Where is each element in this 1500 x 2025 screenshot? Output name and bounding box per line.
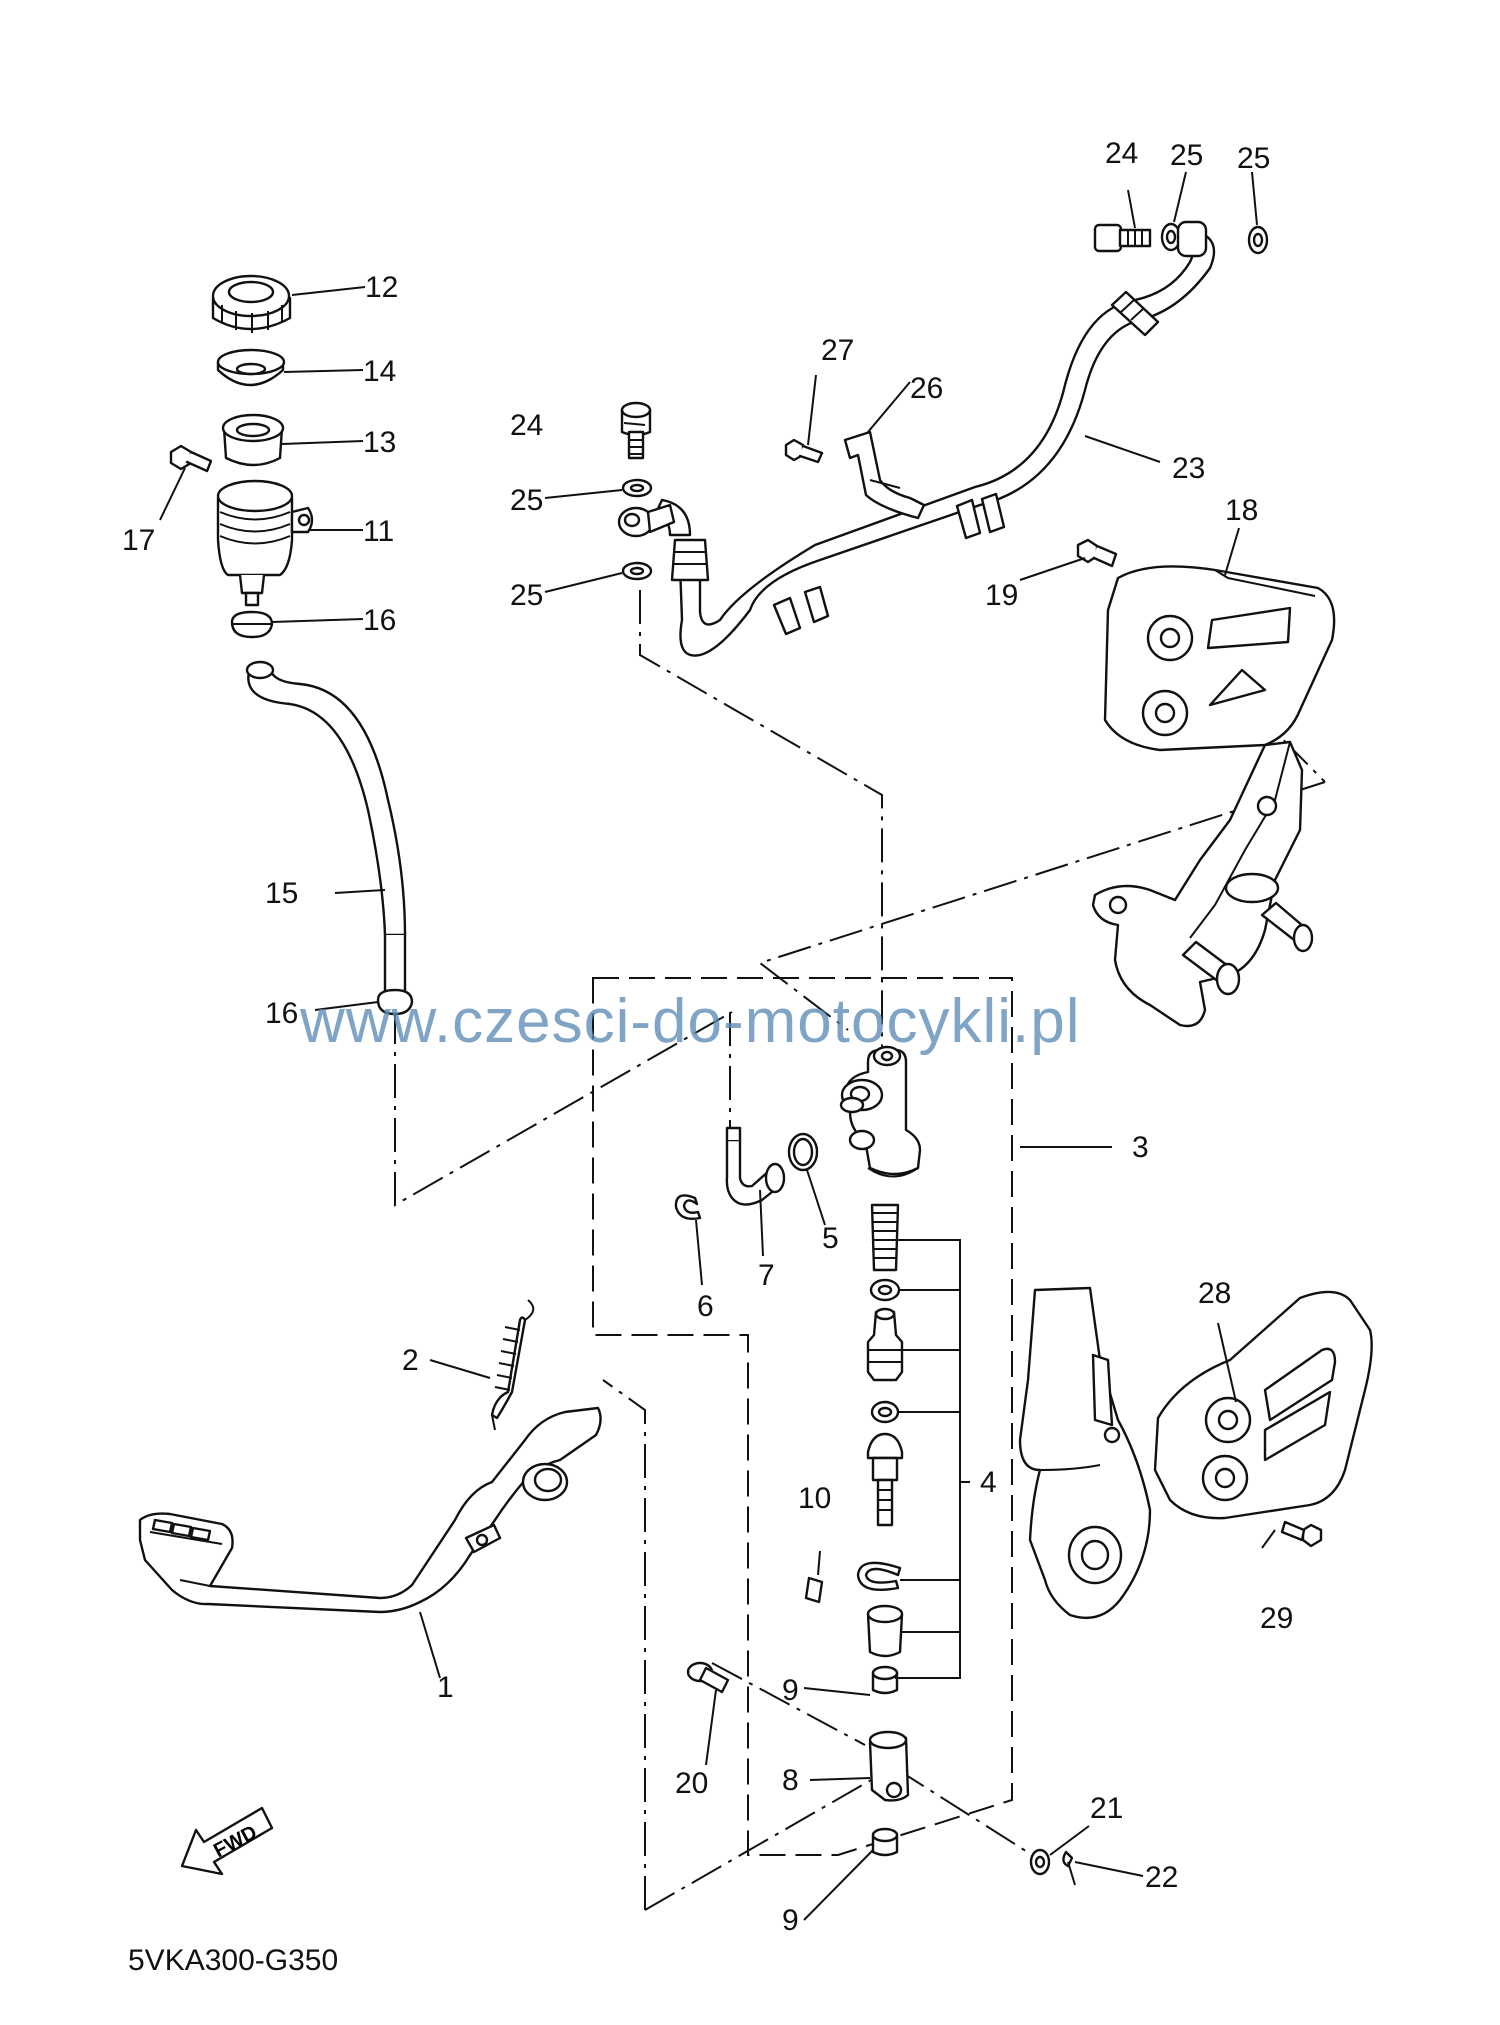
piston [866, 1307, 904, 1382]
callout-14: 14 [363, 355, 396, 388]
leader-lines [159, 171, 1276, 1921]
dust-boot [866, 1604, 904, 1658]
callout-18: 18 [1225, 494, 1258, 527]
fwd-arrow-icon: FWD [180, 1806, 274, 1876]
callout-28: 28 [1198, 1277, 1231, 1310]
callout-1: 1 [437, 1671, 454, 1704]
hose-clip-upper [230, 610, 274, 639]
hose-joint [725, 1126, 786, 1206]
union-bolt-lower [620, 401, 652, 460]
brake-pedal [138, 1406, 602, 1614]
return-spring [870, 1203, 900, 1272]
watermark-text: www.czesci-do-motocykli.pl [299, 987, 1081, 1056]
heel-guard-lower-bolt [1280, 1520, 1323, 1548]
hose-clip-lower [376, 988, 414, 1016]
circlip-small [674, 1194, 702, 1221]
callout-15: 15 [265, 877, 298, 910]
reservoir-cap [211, 274, 292, 333]
callout-13: 13 [363, 426, 396, 459]
cup-seal-2 [870, 1400, 900, 1424]
heel-guard-upper [1103, 565, 1336, 752]
callout-2: 2 [402, 1344, 419, 1377]
o-ring [787, 1132, 819, 1172]
callout-10: 10 [798, 1482, 831, 1515]
callout-23: 23 [1172, 452, 1205, 485]
cotter-pin [1062, 1850, 1076, 1886]
return-spring-pedal [490, 1299, 535, 1431]
clevis [868, 1730, 910, 1802]
locknut-upper [871, 1665, 899, 1695]
heel-guard-bolt [1076, 538, 1118, 568]
callout-19: 19 [985, 579, 1018, 612]
washer-upper-1 [1160, 222, 1182, 252]
callout-29: 29 [1260, 1602, 1293, 1635]
locknut-lower [871, 1827, 899, 1857]
callout-27: 27 [821, 334, 854, 367]
callout-16-upper: 16 [363, 604, 396, 637]
cup-seal-1 [869, 1278, 901, 1302]
callout-17: 17 [122, 524, 155, 557]
diaphragm-plate [216, 348, 286, 387]
diaphragm [221, 413, 285, 467]
frame-bracket [1091, 740, 1314, 1028]
callout-25-upper-2: 25 [1237, 142, 1270, 175]
push-rod [866, 1432, 904, 1527]
hose-bracket [843, 430, 926, 520]
pin [804, 1576, 824, 1604]
callout-21: 21 [1090, 1792, 1123, 1825]
callout-6: 6 [697, 1290, 714, 1323]
heel-guard-lower [1153, 1290, 1373, 1520]
washer-lower-2 [621, 561, 653, 581]
master-cylinder-body [839, 1045, 922, 1178]
reservoir-tank [216, 479, 314, 607]
circlip-large [856, 1561, 902, 1592]
callout-3: 3 [1132, 1131, 1149, 1164]
assembly-outline-3 [592, 977, 1013, 1856]
reservoir-hose [245, 660, 407, 1005]
frame-lower [1018, 1286, 1152, 1620]
callout-20: 20 [675, 1767, 708, 1800]
callout-26: 26 [910, 372, 943, 405]
callout-22: 22 [1145, 1861, 1178, 1894]
callout-7: 7 [758, 1259, 775, 1292]
callout-5: 5 [822, 1222, 839, 1255]
callout-12: 12 [365, 271, 398, 304]
callout-9-upper: 9 [782, 1674, 799, 1707]
union-bolt-upper [1093, 223, 1152, 253]
callout-16-lower: 16 [265, 997, 298, 1030]
washer-upper-2 [1247, 225, 1269, 255]
drawing-code: 5VKA300-G350 [128, 1944, 338, 1977]
bracket-bolt [784, 438, 824, 464]
callout-25-lower: 25 [510, 579, 543, 612]
callout-24-upper: 24 [1105, 137, 1138, 170]
callout-11: 11 [363, 515, 394, 548]
callout-9-lower: 9 [782, 1904, 799, 1937]
brake-hose [653, 220, 1216, 657]
callout-25-mid: 25 [510, 484, 543, 517]
banjo-fitting [617, 503, 676, 538]
callout-4: 4 [980, 1466, 997, 1499]
clevis-pin-bolt [686, 1661, 730, 1694]
washer-lower-1 [621, 478, 653, 498]
callout-8: 8 [782, 1764, 799, 1797]
reference-lines [394, 590, 1326, 1911]
callout-25-upper-1: 25 [1170, 139, 1203, 172]
callout-24-lower: 24 [510, 409, 543, 442]
washer-21 [1029, 1848, 1051, 1876]
reservoir-bolt [169, 444, 213, 473]
callout-labels: 1 2 3 4 5 6 7 8 9 9 10 11 12 13 14 15 16… [122, 137, 1293, 1937]
